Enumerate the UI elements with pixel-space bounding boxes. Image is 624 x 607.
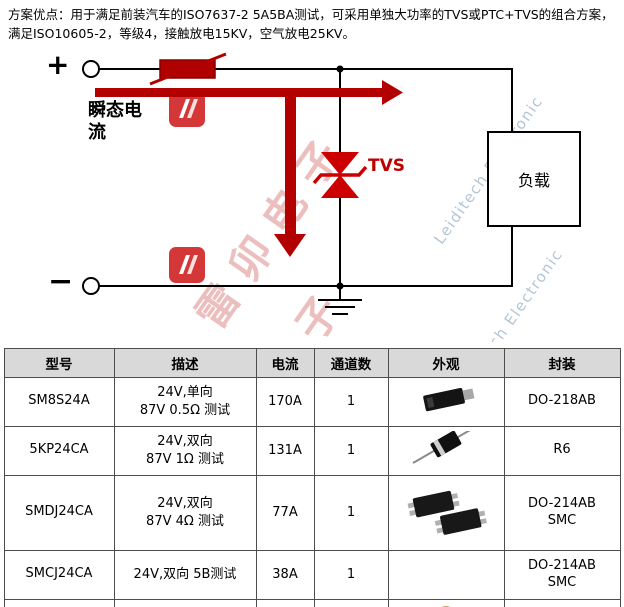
junction-dot (336, 65, 344, 73)
col-header-model: 型号 (3, 347, 115, 378)
cell-package: 插件 (503, 598, 621, 607)
cell-model: SMCJ24CA (3, 549, 115, 600)
cell-channels: 1 (313, 425, 389, 476)
cell-model: 5KP24CA (3, 425, 115, 476)
cell-description: 24V,单向 87V 0.5Ω 测试 (113, 376, 257, 427)
cell-description: 24V,双向 5B测试 (113, 549, 257, 600)
col-header-appearance: 外观 (387, 347, 505, 378)
circuit-diagram: 雷卯电子 Leiditech Electronic 雷卯电子 Leiditech… (0, 46, 624, 342)
wire (99, 67, 513, 287)
cell-appearance (387, 376, 505, 427)
cell-appearance (387, 598, 505, 607)
plus-terminal-label: + (46, 47, 70, 81)
ptc-disc-photo-icon (393, 602, 500, 607)
load-box: 负载 (487, 130, 581, 227)
col-header-channels: 通道数 (313, 347, 389, 378)
cell-appearance (387, 549, 505, 600)
table-row: SMDJ24CA 24V,双向 87V 4Ω 测试 77A 1 (3, 474, 621, 551)
cell-description: 24V,双向 87V 1Ω 测试 (113, 425, 257, 476)
cell-channels: 1 (313, 598, 389, 607)
cell-channels: 1 (313, 376, 389, 427)
smc-packages-photo-icon (393, 478, 500, 548)
cell-current: 77A (255, 474, 315, 551)
col-header-package: 封装 (503, 347, 621, 378)
transient-current-label: 瞬态电流 (88, 99, 142, 144)
cell-appearance (387, 425, 505, 476)
cell-description: 24V,双向 87V 4Ω 测试 (113, 474, 257, 551)
cell-model: SMDJ24CA (3, 474, 115, 551)
cell-model: SM8S24A (3, 376, 115, 427)
cell-channels: 1 (313, 549, 389, 600)
axial-diode-photo-icon (393, 429, 500, 473)
tvs-label: TVS (368, 155, 405, 176)
table-row: 5KP24CA 24V,双向 87V 1Ω 测试 131A 1 (3, 425, 621, 476)
do218ab-package-photo-icon (393, 380, 500, 424)
cell-package: DO-214AB SMC (503, 549, 621, 600)
cell-package: DO-214AB SMC (503, 474, 621, 551)
plus-terminal-circle (82, 59, 100, 78)
load-label: 负载 (517, 170, 550, 190)
ground-icon (318, 285, 362, 315)
ptc-fuse-icon (149, 52, 227, 86)
transient-current-arrow (95, 79, 403, 257)
tvs-diode-icon (312, 151, 368, 198)
cell-current: 170A (255, 376, 315, 427)
cell-package: R6 (503, 425, 621, 476)
cell-current: 3A (255, 598, 315, 607)
col-header-description: 描述 (113, 347, 257, 378)
parts-table: 型号 描述 电流 通道数 外观 封装 SM8S24A 24V,单向 87V 0.… (3, 347, 621, 607)
cell-appearance (387, 474, 505, 551)
table-header-row: 型号 描述 电流 通道数 外观 封装 (3, 347, 621, 378)
table-row: SMCJ24CA 24V,双向 5B测试 38A 1 DO-214AB SMC (3, 549, 621, 600)
cell-current: 38A (255, 549, 315, 600)
cell-description: 30V 3A 0.025Ω (113, 598, 257, 607)
minus-terminal-label: − (48, 263, 74, 299)
table-row: SM8S24A 24V,单向 87V 0.5Ω 测试 170A 1 (3, 376, 621, 427)
cell-package: DO-218AB (503, 376, 621, 427)
cell-channels: 1 (313, 474, 389, 551)
intro-text: 方案优点：用于满足前装汽车的ISO7637-2 5A5BA测试，可采用单独大功率… (8, 7, 614, 42)
cell-model: PTC HL30-300 (3, 598, 115, 607)
col-header-current: 电流 (255, 347, 315, 378)
minus-terminal-circle (82, 276, 100, 295)
cell-current: 131A (255, 425, 315, 476)
table-row: PTC HL30-300 30V 3A 0.025Ω 3A 1 插件 (3, 598, 621, 607)
circuit-lines (82, 52, 513, 315)
